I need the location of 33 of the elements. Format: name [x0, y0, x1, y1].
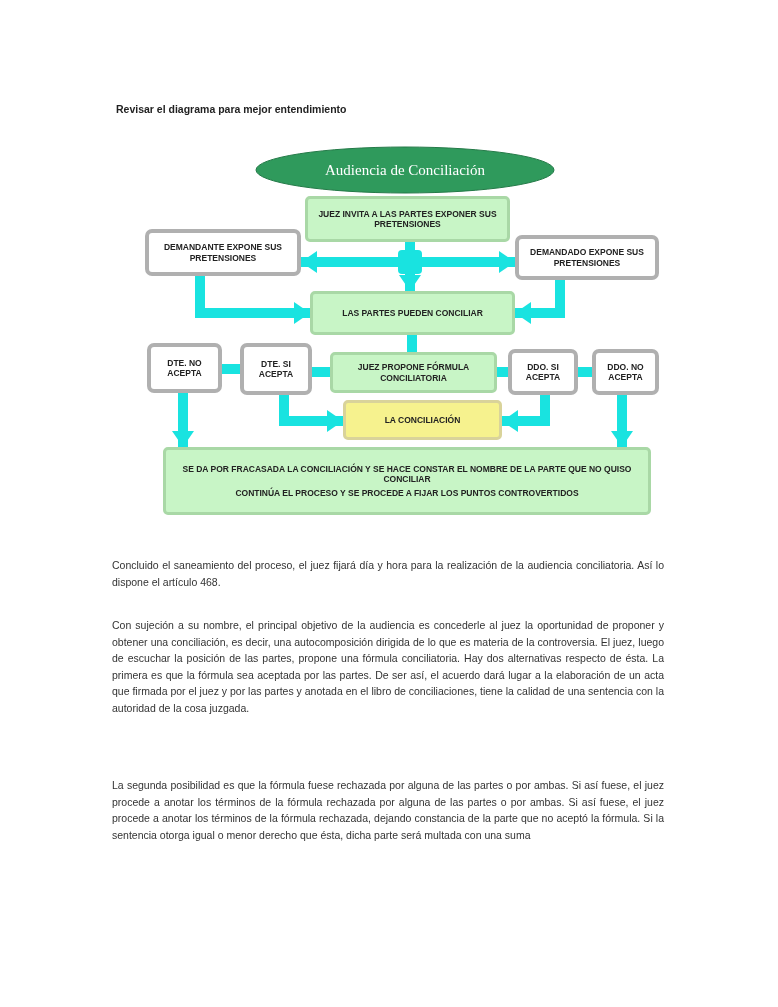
paragraph: La segunda posibilidad es que la fórmula fuese rechazada por alguna de las partes o por ambas. Si así fuese, el juez procede a anotar los términos de la fórmula rechazada por alguna de las partes o por ambas. Si así fuese, el juez procede a anotar los términos de la fórmula rechazada, dejando constancia de la parte que no aceptó la fórmula. Si la sentencia otorga igual o menor derecho que ésta, dicha parte será multada con una suma: [112, 778, 664, 843]
option-box: [508, 349, 578, 395]
title-ellipse: [255, 146, 555, 194]
node-text: JUEZ PROPONE FÓRMULA CONCILIATORIA: [356, 362, 471, 383]
node-text: CONTINÚA EL PROCESO Y SE PROCEDE A FIJAR LOS PUNTOS CONTROVERTIDOS: [235, 488, 579, 499]
option-box: [240, 343, 312, 395]
heading: Revisar el diagrama para mejor entendimiento: [116, 103, 347, 115]
option-box: [147, 343, 222, 393]
option-box: [515, 235, 659, 280]
node-text: JUEZ INVITA A LAS PARTES EXPONER SUS PRETENSIONES: [317, 208, 498, 230]
node-text: DTE. NO ACEPTA: [166, 357, 203, 379]
arrow: [172, 393, 194, 447]
node-text: SE DA POR FRACASADA LA CONCILIACIÓN Y SE HACE CONSTAR EL NOMBRE DE LA PARTE QUE NO QUISO CONCILIAR: [181, 463, 633, 485]
node-text: DTE. SI ACEPTA: [257, 358, 295, 380]
node-text: LA CONCILIACIÓN: [384, 414, 461, 426]
option-box: [592, 349, 659, 395]
node-text: DEMANDANTE EXPONE SUS PRETENSIONES: [162, 242, 284, 263]
node-text: LAS PARTES PUEDEN CONCILIAR: [342, 307, 483, 319]
result-box: [343, 400, 502, 440]
arrow: [279, 395, 343, 432]
node-text: DEMANDADO EXPONE SUS PRETENSIONES: [529, 247, 645, 268]
arrow: [502, 395, 550, 432]
option-box: [145, 229, 301, 276]
process-box: [305, 196, 510, 242]
paragraph: Concluido el saneamiento del proceso, el juez fijará día y hora para la realización de la audiencia conciliatoria. Así lo dispone el artículo 468.: [112, 558, 664, 590]
node-text: DDO. SI ACEPTA: [524, 361, 562, 383]
arrow: [611, 395, 633, 447]
process-box: [163, 447, 651, 515]
process-box: [330, 352, 497, 393]
process-box: [310, 291, 515, 335]
paragraph: Con sujeción a su nombre, el principal objetivo de la audiencia es concederle al juez la oportunidad de proponer y obtener una conciliación, es decir, una autocomposición dirigida de lo que es materia de la controversia. El juez, luego de escuchar la posición de las partes, propone una fórmula conciliatoria. Hay dos alternativas respecto de ésta. La primera es que la fórmula sea aceptada por las partes. De ser así, el acuerdo dará lugar a la elaboración de un acta que firmada por el juez y por las partes y anotada en el libro de conciliaciones, tiene la calidad de una sentencia con la autoridad de la cosa juzgada.: [112, 618, 664, 716]
node-text: DDO. NO ACEPTA: [606, 361, 645, 383]
node-text: Audiencia de Conciliación: [325, 161, 485, 179]
